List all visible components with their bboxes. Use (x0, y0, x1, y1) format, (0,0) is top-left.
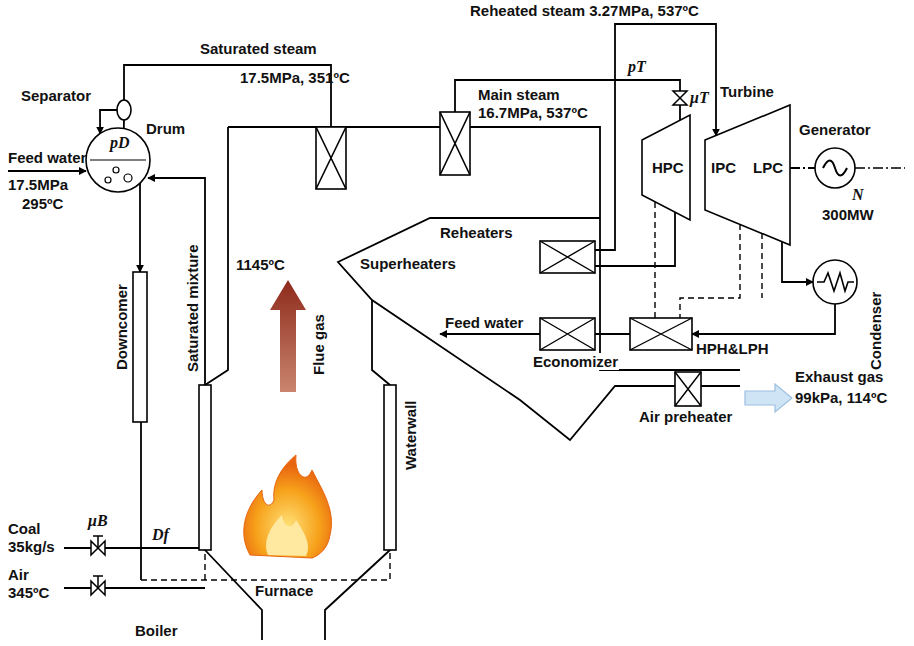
heater-box-outline (630, 318, 692, 350)
annotation-text: Flue gas (310, 314, 327, 375)
annotation-text: Reheated steam 3.27MPa, 537ºC (470, 2, 699, 19)
annotation-text: pT (628, 58, 646, 75)
heater-box: HPH&LPH (630, 318, 692, 350)
dashed-lines (141, 202, 762, 580)
pipes (8, 65, 740, 640)
reheater-box: Reheaters (540, 241, 595, 273)
air-preheater-box: Air preheater (675, 372, 701, 406)
annotation-text: Main steam (478, 86, 560, 103)
pipe-connector (123, 120, 125, 129)
node-label: pD (110, 134, 130, 151)
annotation-text: Feed water (8, 149, 86, 166)
annotation-text: Df (152, 526, 169, 543)
annotation-text: 1145ºC (236, 256, 285, 273)
annotation-text: 17.5MPa (8, 176, 68, 193)
annotation-text: 295ºC (22, 195, 63, 212)
node-label: Separator (21, 87, 91, 104)
annotation-text: 300MW (822, 206, 874, 223)
annotation-text: 35kg/s (8, 538, 55, 555)
turbine-body: TurbineIPCLPC (705, 105, 790, 245)
annotation-text: Boiler (135, 622, 178, 639)
annotation-text: 99kPa, 114ºC (795, 389, 887, 406)
drum-vessel: DrumpD (86, 128, 150, 192)
condenser-symbol: Condenser (813, 260, 857, 304)
annotation-text: μT (690, 89, 709, 106)
separator-vessel-outline (117, 100, 131, 120)
flame (244, 455, 332, 558)
waterwall-tube-outline (384, 385, 396, 550)
crossed-box (316, 112, 470, 189)
pipe-connector (692, 304, 835, 334)
node-label: Waterwall (402, 401, 419, 470)
node-label: Air preheater (639, 408, 732, 425)
pipe-connector (782, 242, 813, 282)
node-label: Condenser (867, 292, 884, 370)
hp-cylinder: HPC (642, 115, 690, 220)
node-label: Generator (799, 121, 871, 138)
pipe-connector (790, 167, 815, 169)
flue-gas-arrow (270, 280, 306, 392)
pipe-connector (595, 212, 675, 266)
separator-vessel: Separator (117, 100, 131, 120)
annotation-text: 345ºC (8, 584, 49, 601)
node-label: HPH&LPH (696, 340, 769, 357)
annotation-text: Superheaters (360, 255, 456, 272)
economizer-box-outline (540, 318, 595, 350)
annotation-text: Furnace (255, 582, 313, 599)
reheater-box-outline (540, 241, 595, 273)
condenser-symbol-outline (813, 260, 857, 304)
node-label: Turbine (720, 83, 774, 100)
economizer-box: Economizer (540, 318, 595, 350)
node-label: Downcomer (113, 284, 130, 370)
node-label: Drum (146, 120, 185, 137)
air-preheater-box-outline (675, 372, 701, 406)
downcomer-tube: Downcomer (133, 272, 147, 422)
downcomer-tube-outline (133, 272, 147, 422)
node-label: Economizer (532, 353, 619, 370)
generator-symbol: Generator (815, 148, 855, 188)
annotation-text: μB (88, 512, 108, 529)
annotation-text: Air (8, 566, 29, 583)
annotation-text: Feed water (445, 314, 523, 331)
node-label: HPC (652, 159, 684, 176)
pipe-connector (595, 24, 716, 250)
annotation-text: Saturated steam (200, 40, 317, 57)
shaft-line (855, 167, 905, 168)
annotation-text: Coal (8, 520, 41, 537)
annotation-text: N (852, 186, 864, 203)
waterwall-tube: Waterwall (384, 385, 396, 550)
node-label: LPC (753, 159, 783, 176)
annotation-text: Exhaust gas (795, 368, 883, 385)
annotation-text: Saturated mixture (184, 244, 201, 372)
valve-symbol (91, 91, 687, 595)
pipe-connector (595, 333, 630, 335)
waterwall-tube (199, 385, 211, 550)
generator-symbol-outline (815, 148, 855, 188)
annotation-text: 16.7MPa, 537ºC (478, 104, 588, 121)
node-label: IPC (711, 159, 736, 176)
exhaust-arrow (745, 384, 792, 412)
pipe-connector (139, 183, 141, 272)
node-label: Reheaters (440, 224, 513, 241)
annotation-text: 17.5MPa, 351ºC (240, 69, 350, 86)
